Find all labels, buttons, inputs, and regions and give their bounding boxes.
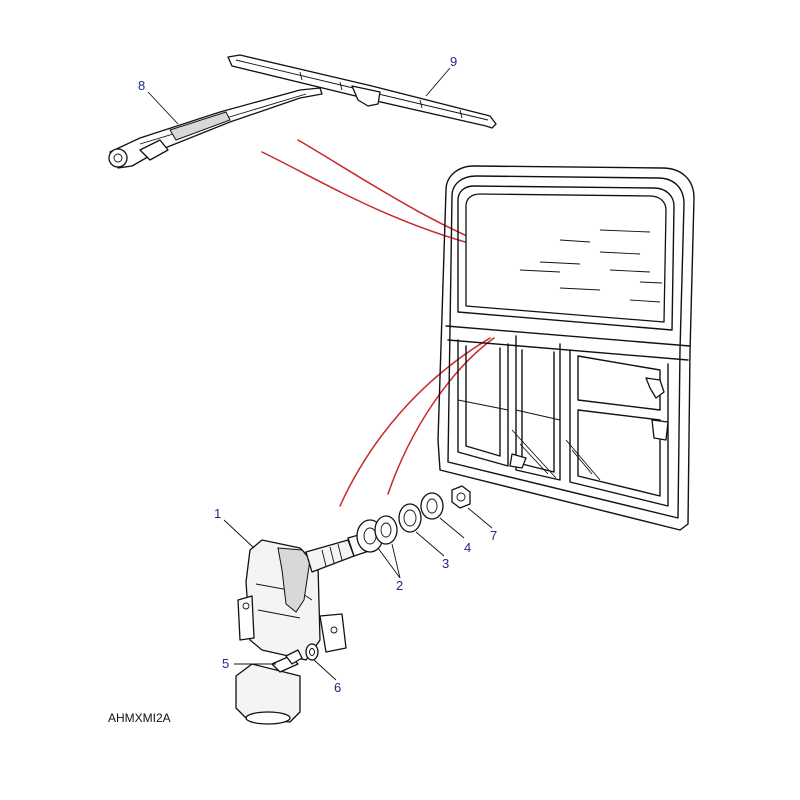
callout-2: 2 (396, 578, 403, 593)
leader-lines (147, 67, 493, 681)
diagram-code: AHMXMI2A (108, 711, 171, 725)
callout-7: 7 (490, 528, 497, 543)
seal-set (356, 515, 398, 553)
callout-9: 9 (450, 54, 457, 69)
assembly-guide-lines (261, 139, 506, 507)
wiper-blade (227, 54, 497, 129)
retaining-nut (451, 485, 471, 509)
wave-washer (420, 492, 444, 520)
plain-washer (305, 643, 319, 661)
callout-4: 4 (464, 540, 471, 555)
callout-1: 1 (214, 506, 221, 521)
callout-5: 5 (222, 656, 229, 671)
callout-3: 3 (442, 556, 449, 571)
spacer-washer (398, 503, 422, 533)
wiper-motor (235, 533, 367, 725)
fixing-bolt (271, 649, 303, 673)
callout-6: 6 (334, 680, 341, 695)
callout-8: 8 (138, 78, 145, 93)
wiper-arm (108, 87, 323, 169)
rear-door (437, 165, 695, 531)
